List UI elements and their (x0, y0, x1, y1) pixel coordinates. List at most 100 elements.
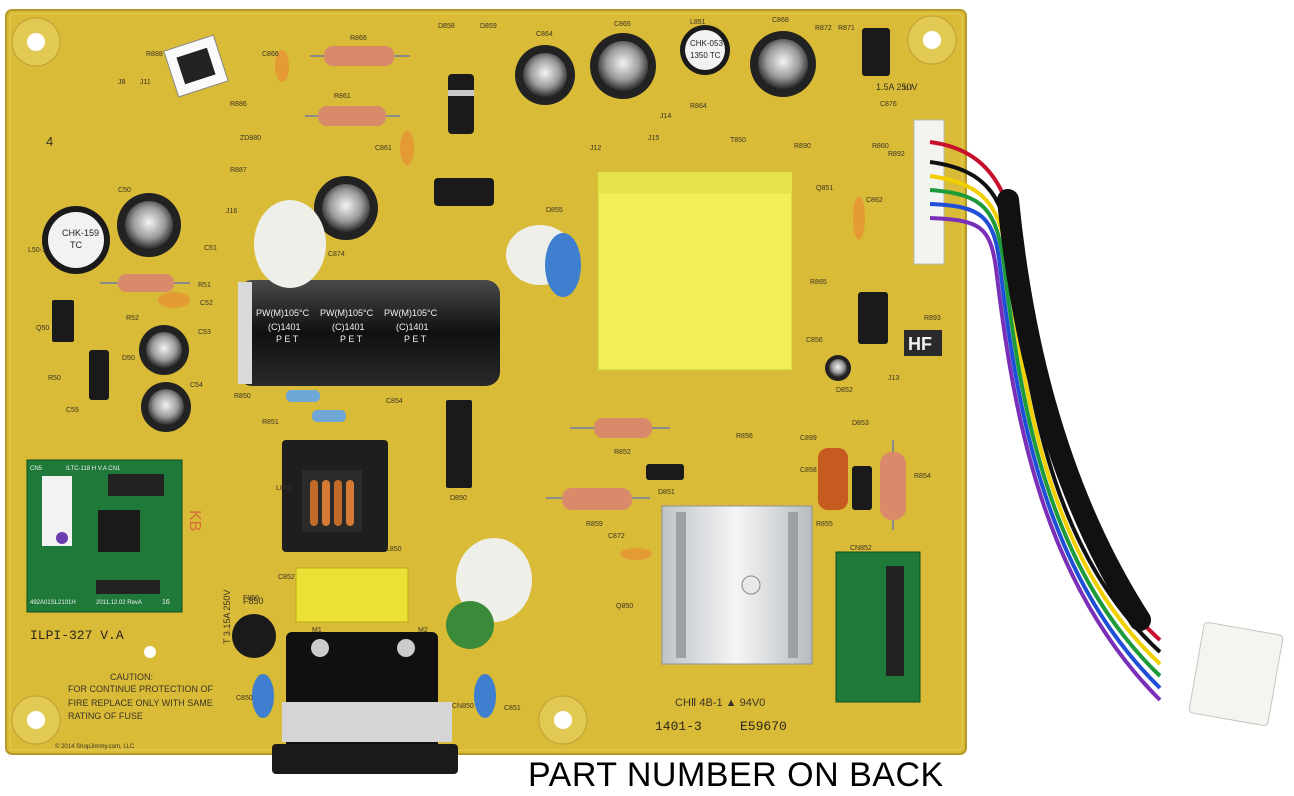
resistors (100, 46, 906, 530)
component-ref-label: C854 (386, 398, 403, 405)
line-filter-choke (282, 440, 388, 552)
qr-label (163, 34, 229, 98)
part-number-caption: PART NUMBER ON BACK (528, 756, 944, 794)
component-ref-label: C856 (806, 337, 823, 344)
component-ref-label: R855 (816, 521, 833, 528)
component-ref-label: D852 (836, 387, 853, 394)
component-ref-label: R871 (838, 25, 855, 32)
ul-file: E59670 (740, 719, 787, 734)
cap-text-3: P E T (276, 334, 299, 344)
model-label: ILPI-327 V.A (30, 628, 124, 643)
component-ref-label: L850 (386, 546, 402, 553)
component-ref-label: F850 (243, 595, 259, 602)
component-ref-label: R865 (810, 279, 827, 286)
component-ref-label: L851 (690, 19, 706, 26)
component-ref-label: L852 (276, 485, 292, 492)
component-ref-label: R888 (146, 51, 163, 58)
component-ref-label: Q851 (816, 185, 833, 192)
component-ref-label: J12 (590, 145, 601, 152)
component-ref-label: R866 (350, 35, 367, 42)
corner-number: 4 (46, 134, 53, 149)
fuse-rating: T 3.15A 250V (222, 590, 232, 644)
component-ref-label: C850 (236, 695, 253, 702)
component-ref-label: C52 (200, 300, 213, 307)
component-ref-label: CN850 (452, 703, 474, 710)
cap-text-3c: P E T (404, 334, 427, 344)
component-ref-label: C876 (880, 101, 897, 108)
daughter-title: ILTC-118 H V.A CN1 (66, 466, 121, 472)
kb-mark: KB (186, 510, 203, 531)
component-ref-label: Q850 (616, 603, 633, 610)
choke-2-line2: TC (70, 240, 82, 250)
component-ref-label: C50 (118, 187, 131, 194)
component-ref-label: C866 (262, 51, 279, 58)
component-ref-label: ZD880 (240, 135, 261, 142)
copyright: © 2014 ShopJimmy.com, LLC (55, 743, 135, 750)
cap-text-2b: (C)1401 (332, 322, 365, 332)
component-ref-label: C872 (608, 533, 625, 540)
component-ref-label: R856 (736, 433, 753, 440)
hf-mark: HF (908, 334, 932, 354)
caption-bar: PART NUMBER ON BACK (0, 752, 1294, 794)
component-ref-label: R892 (888, 151, 905, 158)
component-ref-label: J13 (888, 375, 899, 382)
component-ref-label: R886 (230, 101, 247, 108)
component-ref-label: D853 (852, 420, 869, 427)
component-ref-label: R852 (614, 449, 631, 456)
component-ref-label: D855 (546, 207, 563, 214)
daughter-date: 2011.12.02 RevA (96, 600, 142, 606)
component-ref-label: C874 (328, 251, 345, 258)
caution-line-3: FIRE REPLACE ONLY WITH SAME (68, 698, 213, 708)
fuse-top-rating: 1.5A 250V (876, 82, 918, 92)
daughter-page: 16 (162, 599, 170, 606)
choke-1-line1: CHK-053 (690, 39, 723, 48)
component-ref-label: J8 (118, 79, 126, 86)
component-ref-label: M1 (312, 627, 322, 634)
silkscreen-text: ILPI-327 V.A 4 CAUTION: FOR CONTINUE PRO… (30, 39, 942, 750)
cap-text-1: PW(M)105°C (256, 308, 310, 318)
choke-1-line2: 1350 TC (690, 51, 721, 60)
caution-line-1: CAUTION: (110, 672, 153, 682)
component-ref-label: C858 (800, 467, 817, 474)
component-ref-label: R861 (334, 93, 351, 100)
component-ref-label: R890 (794, 143, 811, 150)
component-ref-label: R859 (586, 521, 603, 528)
cert-line: CHⅡ 4B-1 ▲ 94V0 (675, 697, 765, 709)
component-ref-label: C51 (204, 245, 217, 252)
component-ref-label: D850 (450, 495, 467, 502)
y-capacitors (158, 50, 865, 718)
component-ref-label: J11 (140, 79, 151, 86)
component-ref-label: R850 (234, 393, 251, 400)
wire-harness (929, 140, 1284, 727)
component-ref-label: C861 (375, 145, 392, 152)
cap-text-2: (C)1401 (268, 322, 301, 332)
round-chokes (42, 25, 730, 274)
heatsink (661, 505, 813, 665)
cap-text-1c: PW(M)105°C (384, 308, 438, 318)
component-ref-label: J14 (660, 113, 671, 120)
fuse-label: F850 (243, 596, 264, 606)
diodes (52, 28, 890, 658)
component-ref-label: C55 (66, 407, 79, 414)
component-ref-label: R52 (126, 315, 139, 322)
component-ref-label: D851 (658, 489, 675, 496)
component-ref-label: L50-1 (28, 247, 46, 254)
component-ref-label: C54 (190, 382, 203, 389)
caution-line-4: RATING OF FUSE (68, 711, 143, 721)
daughter-board (26, 459, 183, 613)
component-ref-label: D858 (438, 23, 455, 30)
component-ref-label: C53 (198, 329, 211, 336)
component-ref-label: J17 (902, 85, 913, 92)
cap-text-2c: (C)1401 (396, 322, 429, 332)
component-ref-label: J15 (648, 135, 659, 142)
component-ref-label: R860 (872, 143, 889, 150)
bulk-capacitor (238, 280, 500, 386)
component-ref-label: T850 (730, 137, 746, 144)
caution-line-2: FOR CONTINUE PROTECTION OF (68, 684, 214, 694)
component-ref-label: M2 (418, 627, 428, 634)
component-ref-label: C852 (278, 574, 295, 581)
x-capacitor (295, 567, 409, 623)
component-ref-label: D859 (480, 23, 497, 30)
